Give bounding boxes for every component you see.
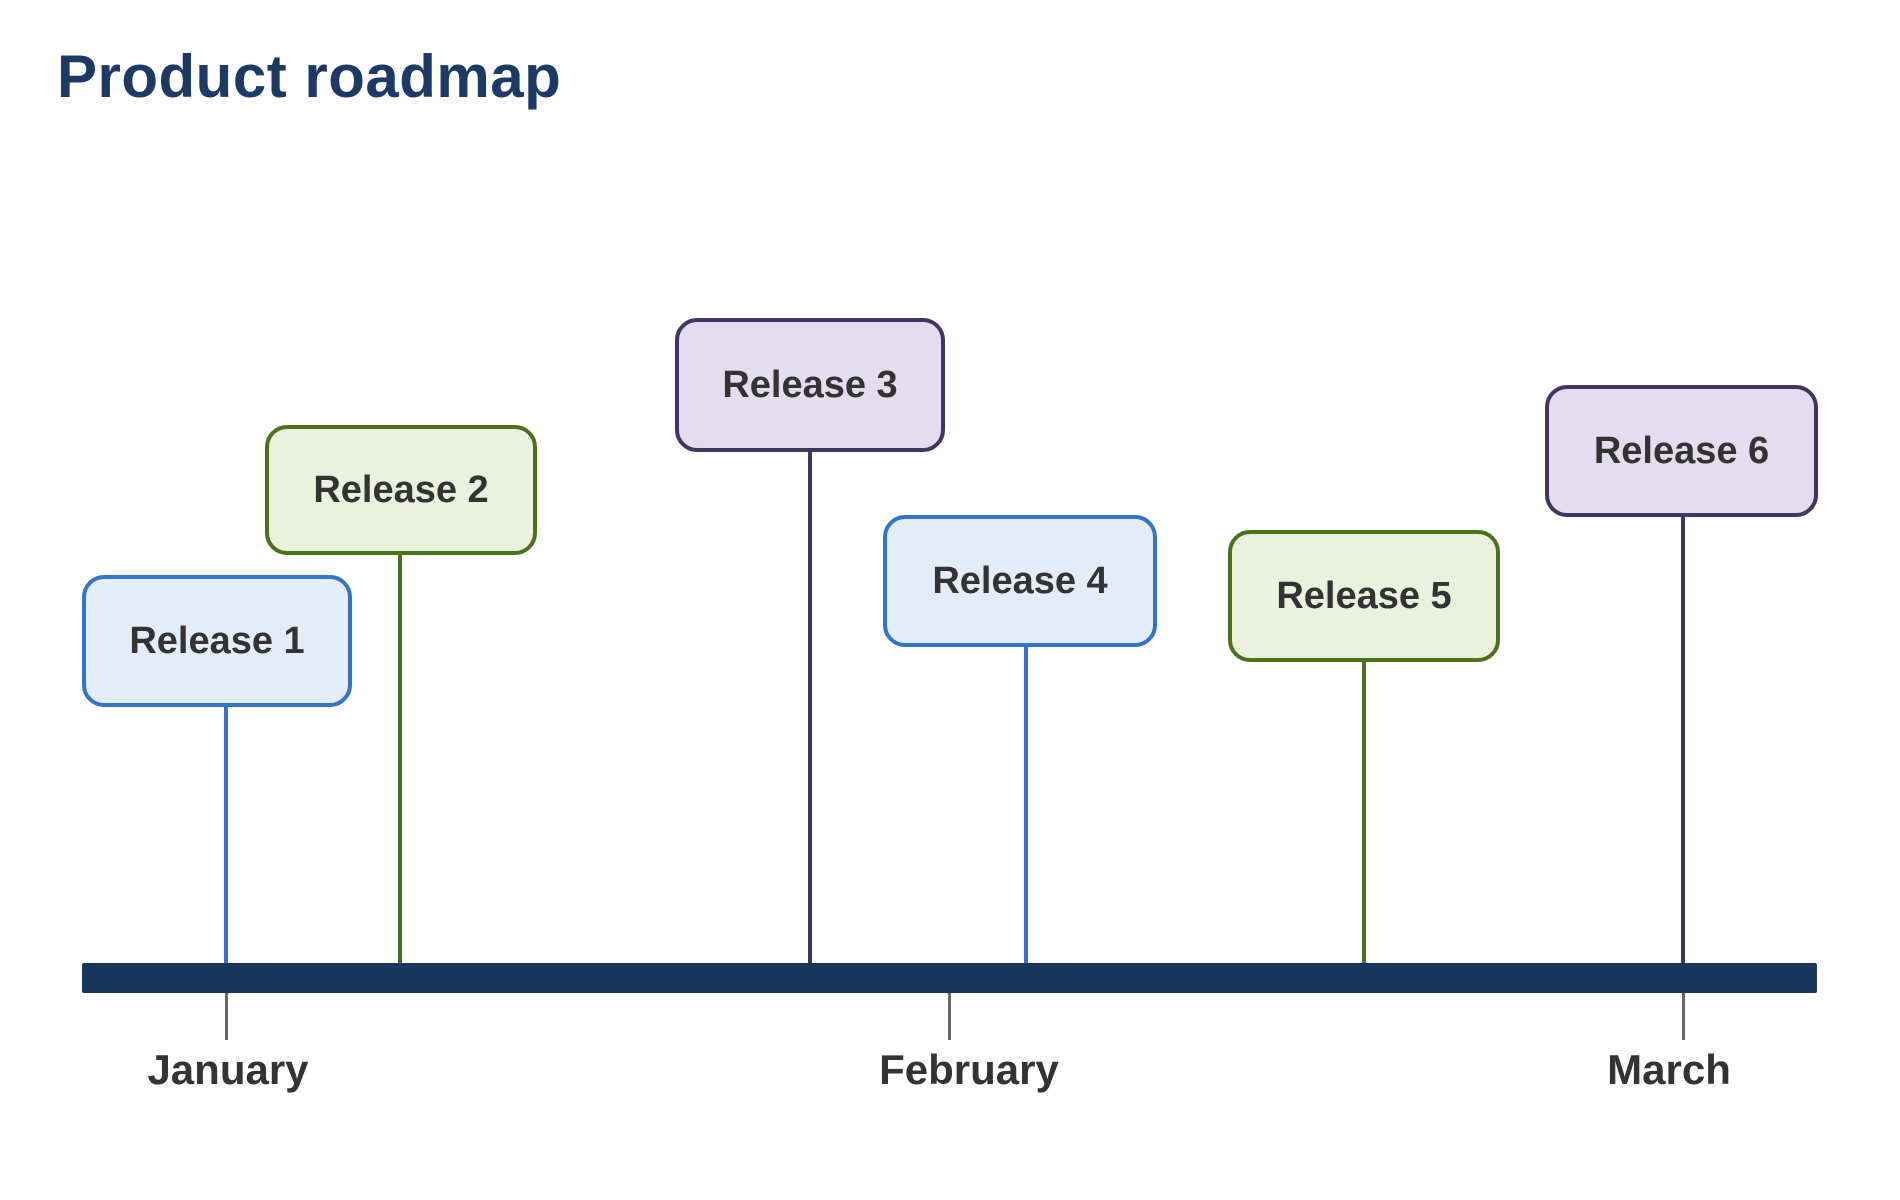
month-label: January (147, 1046, 309, 1093)
release-box-5: Release 5 (1228, 530, 1500, 662)
page-title: Product roadmap (57, 43, 562, 110)
release-stem (808, 448, 812, 963)
release-stem (224, 703, 228, 963)
release-label: Release 3 (722, 363, 898, 406)
release-stem (1681, 513, 1685, 963)
month-label: March (1607, 1046, 1731, 1093)
release-stem (398, 551, 402, 963)
release-box-3: Release 3 (675, 318, 945, 452)
month-tick (224, 993, 228, 1040)
month-label: February (879, 1046, 1059, 1093)
month-tick (1681, 993, 1685, 1040)
timeline-bar (82, 963, 1817, 993)
release-box-6: Release 6 (1545, 385, 1818, 517)
release-box-1: Release 1 (82, 575, 352, 707)
release-stem (1024, 643, 1028, 963)
release-label: Release 2 (313, 468, 489, 511)
release-label: Release 5 (1276, 574, 1452, 617)
release-label: Release 4 (932, 559, 1108, 602)
release-label: Release 1 (129, 619, 305, 662)
release-stem (1362, 658, 1366, 963)
month-tick (947, 993, 951, 1040)
release-box-2: Release 2 (265, 425, 537, 555)
release-box-4: Release 4 (883, 515, 1157, 647)
release-label: Release 6 (1593, 429, 1770, 472)
